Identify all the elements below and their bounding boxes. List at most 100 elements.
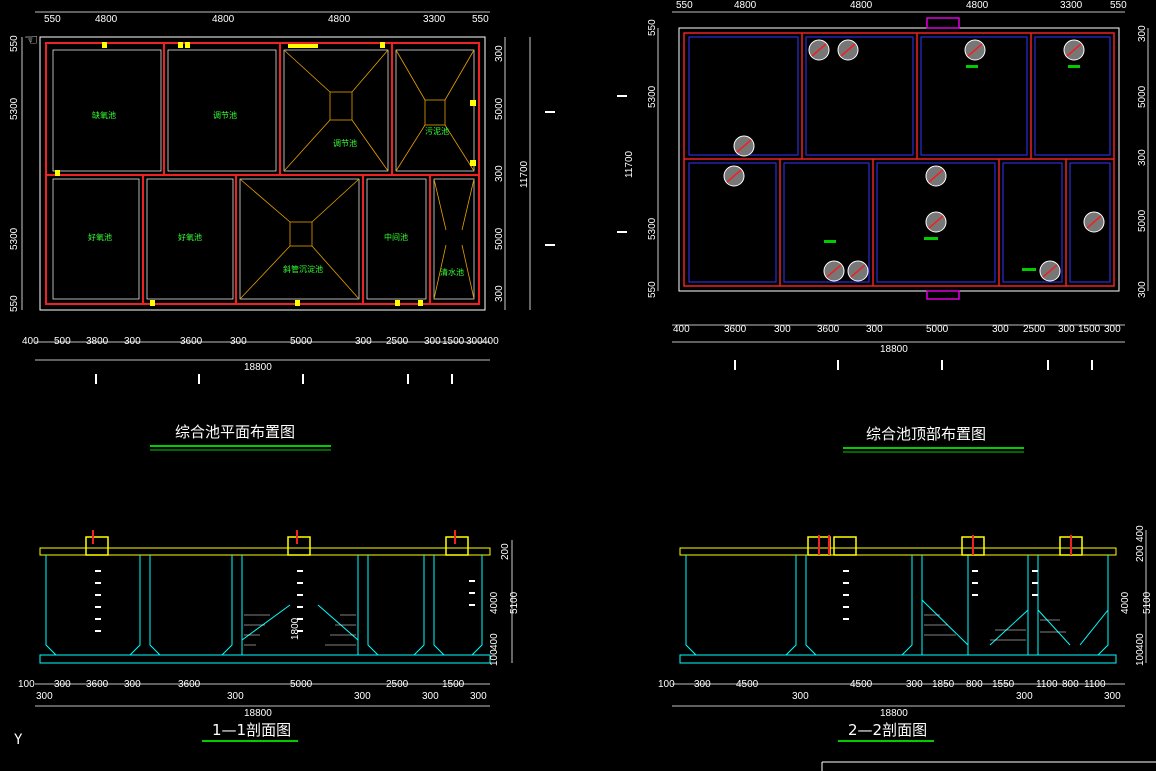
plan-bottom-dim: 300 xyxy=(424,336,441,347)
sec1-right-dim: 200 xyxy=(500,543,511,560)
sec2-bottom-dim: 4500 xyxy=(850,679,873,690)
plan-top-dim: 3300 xyxy=(423,14,446,25)
sec2-bottom-dim: 1100 xyxy=(1036,679,1058,690)
sec2-title: 2—2剖面图 xyxy=(848,721,927,739)
top-top-dim: 4800 xyxy=(850,0,873,11)
room-label: 调节池 xyxy=(213,110,237,120)
sec2-bottom-dim: 300 xyxy=(792,691,809,702)
top-right-dim: 5000 xyxy=(1137,209,1148,232)
top-bottom-dim: 300 xyxy=(866,324,883,335)
plan-right-dim: 300 xyxy=(494,165,505,182)
top-bottom-dim: 3600 xyxy=(817,324,840,335)
section-1-1: 200 4000 5100 400 100 1800 100 300 3600 … xyxy=(18,530,520,719)
room-label: 好氧池 xyxy=(178,232,202,242)
sec2-right-dim: 4000 xyxy=(1120,591,1131,614)
top-bottom-dim: 1500 xyxy=(1078,324,1101,335)
sec1-title: 1—1剖面图 xyxy=(212,721,291,739)
sec1-bottom-dim: 300 xyxy=(124,679,141,690)
top-view: 550 4800 4800 4800 3300 550 xyxy=(617,0,1149,370)
top-top-dim: 4800 xyxy=(966,0,989,11)
ucs-axis-icon: Y xyxy=(14,732,23,748)
sec2-bottom-dim: 300 xyxy=(1016,691,1033,702)
sec1-total-dim: 18800 xyxy=(244,708,272,719)
sec1-row2-dim: 300 xyxy=(36,691,53,702)
sec2-bottom-dim: 4500 xyxy=(736,679,759,690)
sec1-bottom-dim: 3600 xyxy=(86,679,109,690)
sec2-bottom-dim: 1550 xyxy=(992,679,1015,690)
room-label: 缺氧池 xyxy=(92,110,116,120)
sec2-bottom-dim: 100 xyxy=(658,679,675,690)
room-label: 斜管沉淀池 xyxy=(283,264,323,274)
sec1-right-dim: 5100 xyxy=(509,591,520,614)
plan-top-dim: 550 xyxy=(472,14,489,25)
sec2-bottom-dim: 300 xyxy=(1104,691,1121,702)
plan-title: 综合池平面布置图 xyxy=(175,423,295,441)
plan-top-dim: 4800 xyxy=(328,14,351,25)
sec1-inner-dim: 1800 xyxy=(290,617,301,640)
plan-left-dim: 550 xyxy=(9,35,20,52)
sec1-bottom-dim: 100 xyxy=(18,679,35,690)
sec1-bottom-dim: 300 xyxy=(354,691,371,702)
sec2-bottom-dim: 1850 xyxy=(932,679,955,690)
sec2-right-dim: 400 xyxy=(1135,525,1146,542)
sec1-right-dim: 4000 xyxy=(489,591,500,614)
top-bottom-dim: 300 xyxy=(774,324,791,335)
top-bottom-dim: 300 xyxy=(1104,324,1121,335)
plan-bottom-dim: 3600 xyxy=(180,336,203,347)
room-label: 污泥池 xyxy=(425,126,449,136)
sec2-right-dim: 100 xyxy=(1135,649,1146,666)
view-titles: 综合池平面布置图 综合池顶部布置图 1—1剖面图 2—2剖面图 xyxy=(150,423,1024,742)
sec1-bottom-dim: 5000 xyxy=(290,679,313,690)
sec1-right-dim: 100 xyxy=(489,649,500,666)
room-label: 清水池 xyxy=(440,267,464,277)
top-bottom-dim: 400 xyxy=(673,324,690,335)
top-top-dim: 3300 xyxy=(1060,0,1083,11)
plan-bottom-dim: 400 xyxy=(482,336,499,347)
top-right-dim: 300 xyxy=(1137,281,1148,298)
sec1-bottom-dim: 2500 xyxy=(386,679,409,690)
top-bottom-dim: 3600 xyxy=(724,324,747,335)
plan-view: 550 4800 4800 4800 3300 550 xyxy=(9,11,555,384)
sec1-bottom-dim: 300 xyxy=(422,691,439,702)
top-left-dim: 11700 xyxy=(624,150,635,178)
sec2-total-dim: 18800 xyxy=(880,708,908,719)
top-left-dim: 550 xyxy=(647,19,658,36)
plan-right-dim: 5000 xyxy=(494,227,505,250)
room-label: 好氧池 xyxy=(88,232,112,242)
pan-hand-cursor-icon: ☜ xyxy=(24,30,39,49)
sec2-bottom-dim: 1100 xyxy=(1084,679,1106,690)
top-bottom-dim: 300 xyxy=(1058,324,1075,335)
plan-bottom-dim: 1500 xyxy=(442,336,465,347)
sec2-bottom-dim: 300 xyxy=(906,679,923,690)
sec1-bottom-dim: 1500 xyxy=(442,679,465,690)
plan-bottom-dim: 300 xyxy=(355,336,372,347)
top-top-dim: 550 xyxy=(1110,0,1127,11)
plan-top-dim: 550 xyxy=(44,14,61,25)
top-bottom-dim: 5000 xyxy=(926,324,949,335)
top-top-dim: 4800 xyxy=(734,0,757,11)
top-right-dim: 300 xyxy=(1137,25,1148,42)
sec1-bottom-dim: 3600 xyxy=(178,679,201,690)
plan-left-dim: 5300 xyxy=(9,227,20,250)
plan-left-dim: 5300 xyxy=(9,97,20,120)
room-label: 中间池 xyxy=(384,232,408,242)
top-right-dim: 300 xyxy=(1137,149,1148,166)
plan-left-dim: 550 xyxy=(9,295,20,312)
top-bottom-dim: 2500 xyxy=(1023,324,1046,335)
sec1-right-dim: 400 xyxy=(489,633,500,650)
sec2-bottom-dim: 800 xyxy=(1062,679,1079,690)
plan-bottom-dim: 3800 xyxy=(86,336,109,347)
top-total-dim: 18800 xyxy=(880,344,908,355)
plan-right-dim: 300 xyxy=(494,45,505,62)
plan-bottom-dim: 300 xyxy=(124,336,141,347)
plan-right-dim: 5000 xyxy=(494,97,505,120)
plan-bottom-dim: 5000 xyxy=(290,336,313,347)
plan-bottom-dim: 2500 xyxy=(386,336,409,347)
sec1-bottom-dim: 300 xyxy=(470,691,487,702)
sec2-right-dim: 400 xyxy=(1135,633,1146,650)
top-left-dim: 5300 xyxy=(647,217,658,240)
top-left-dim: 550 xyxy=(647,281,658,298)
sec2-bottom-dim: 800 xyxy=(966,679,983,690)
plan-top-dim: 4800 xyxy=(95,14,118,25)
